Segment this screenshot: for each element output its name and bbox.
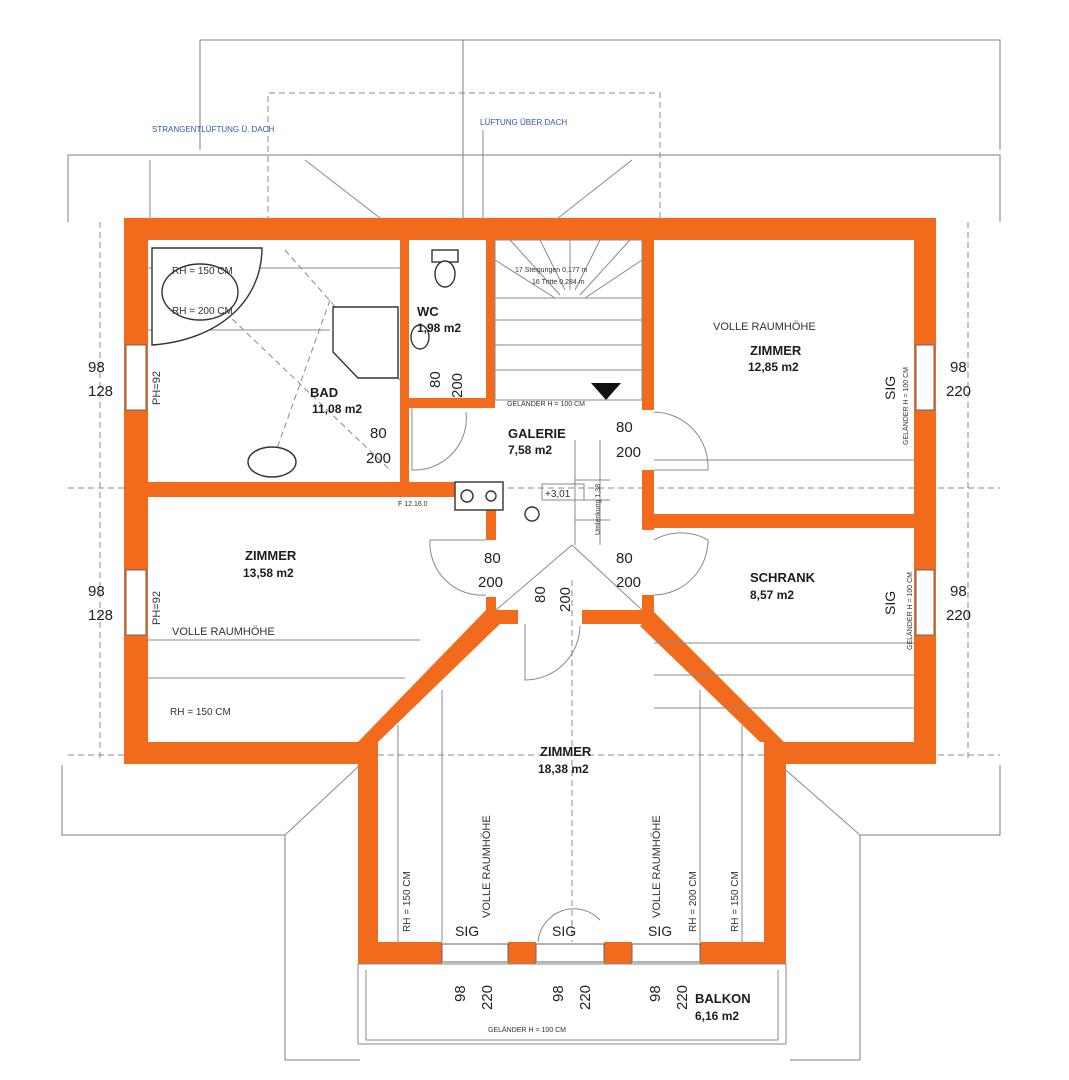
dim-balkon-right-98: 98 [647, 985, 664, 1002]
room-zimmer-s-area: 18,38 m2 [538, 762, 589, 776]
room-bad-name: BAD [310, 385, 338, 400]
dim-balkon-mid-220: 220 [577, 985, 594, 1010]
room-balkon-name: BALKON [695, 991, 751, 1006]
stair-treads-label: 16 Tritte 0,284 m [532, 279, 585, 286]
dim-schrank-door-200: 200 [616, 574, 641, 591]
dim-balkon-left-98: 98 [452, 985, 469, 1002]
schrank-gelaender-label: GELÄNDER H = 100 CM [906, 572, 914, 650]
room-galerie-name: GALERIE [508, 426, 566, 441]
dim-balkon-right-220: 220 [674, 985, 691, 1010]
zimmer-s-rh150-right-label: RH = 150 CM [730, 871, 741, 932]
zimmer-ne-gelaender-label: GELÄNDER H = 100 CM [902, 367, 910, 445]
sig-right-label: SIG [648, 923, 672, 939]
windows [125, 344, 935, 963]
dim-e-bottom-98: 98 [950, 583, 967, 600]
dim-w-bottom-98: 98 [88, 583, 105, 600]
dim-w-bottom-128: 128 [88, 607, 113, 624]
dim-s-door-200: 200 [557, 587, 574, 612]
room-zimmer-w-name: ZIMMER [245, 548, 297, 563]
sig-left-label: SIG [455, 923, 479, 939]
zimmer-s-rh150-left-label: RH = 150 CM [402, 871, 413, 932]
stair-gelaender-label: GELÄNDER H = 100 CM [507, 400, 585, 408]
door-ne-icon [653, 411, 709, 471]
room-schrank-area: 8,57 m2 [750, 588, 794, 602]
dim-e-bottom-220: 220 [946, 607, 971, 624]
dim-balkon-left-220: 220 [479, 985, 496, 1010]
dim-bad-door-80: 80 [370, 425, 387, 442]
dim-balkon-mid-98: 98 [550, 985, 567, 1002]
doors [411, 408, 709, 943]
zimmer-ne-volle-label: VOLLE RAUMHÖHE [713, 321, 816, 333]
zimmer-s-volle-right-label: VOLLE RAUMHÖHE [651, 815, 663, 918]
balcony [357, 963, 787, 1045]
bad-rh150-label: RH = 150 CM [172, 266, 233, 277]
zimmer-s-volle-left-label: VOLLE RAUMHÖHE [481, 815, 493, 918]
shower-tray-icon [332, 306, 399, 379]
room-galerie-area: 7,58 m2 [508, 443, 552, 457]
room-wc-name: WC [417, 304, 439, 319]
lueftung-note: LÜFTUNG ÜBER DACH [480, 118, 567, 127]
dim-w-door-200: 200 [478, 574, 503, 591]
door-schrank-icon [653, 532, 709, 545]
zimmer-s-rh200-label: RH = 200 CM [688, 871, 699, 932]
dim-ne-door-200: 200 [616, 444, 641, 461]
wc-basin-icon [410, 324, 430, 350]
bad-rh200-label: RH = 200 CM [172, 306, 233, 317]
room-bad-area: 11,08 m2 [312, 402, 362, 416]
stair-risers-label: 17 Steigungen 0,177 m [515, 267, 588, 274]
balkon-gelaender-label: GELÄNDER H = 100 CM [488, 1026, 566, 1034]
dim-wc-door-200: 200 [449, 373, 466, 398]
room-zimmer-ne-name: ZIMMER [750, 343, 802, 358]
chimney [454, 481, 585, 522]
dim-w-top-98: 98 [88, 359, 105, 376]
stair-side-label: Umlenkung 1,38 [595, 484, 602, 535]
room-zimmer-w-area: 13,58 m2 [243, 566, 294, 580]
zimmer-w-volle-label: VOLLE RAUMHÖHE [172, 626, 275, 638]
dim-ne-door-80: 80 [616, 419, 633, 436]
dim-w-door-80: 80 [484, 550, 501, 567]
sig-ne-label: SIG [882, 376, 898, 400]
sig-mid-label: SIG [552, 923, 576, 939]
room-wc-area: 1,98 m2 [417, 321, 461, 335]
roof-outline [61, 39, 1001, 1061]
washbasin-icon [247, 446, 297, 478]
flue-label: F 12.16.0 [398, 501, 428, 508]
bad-ph92-label: PH=92 [151, 371, 163, 405]
dim-schrank-door-80: 80 [616, 550, 633, 567]
dim-w-top-128: 128 [88, 383, 113, 400]
door-w-icon [429, 539, 487, 596]
dim-e-top-98: 98 [950, 359, 967, 376]
room-zimmer-ne-area: 12,85 m2 [748, 360, 799, 374]
sig-schrank-label: SIG [882, 591, 898, 615]
dim-bad-door-200: 200 [366, 450, 391, 467]
room-zimmer-s-name: ZIMMER [540, 744, 592, 759]
door-bad-icon [411, 408, 467, 471]
dim-wc-door-80: 80 [427, 371, 444, 388]
room-schrank-name: SCHRANK [750, 570, 816, 585]
balcony-door-icon [537, 908, 601, 943]
level-label: +3,01 [545, 489, 571, 500]
level-marker-icon [524, 506, 540, 522]
room-balkon-area: 6,16 m2 [695, 1009, 739, 1023]
strangentlueftung-note: STRANGENTLÜFTUNG Ü. DACH [152, 125, 274, 134]
bathroom-fixtures [151, 247, 459, 478]
dim-s-door-80: 80 [532, 586, 549, 603]
staircase [494, 239, 643, 611]
zimmer-w-rh150-label: RH = 150 CM [170, 707, 231, 718]
toilet-icon [431, 249, 459, 263]
door-s-icon [524, 624, 581, 681]
zimmer-w-ph92-label: PH=92 [151, 591, 163, 625]
dim-e-top-220: 220 [946, 383, 971, 400]
